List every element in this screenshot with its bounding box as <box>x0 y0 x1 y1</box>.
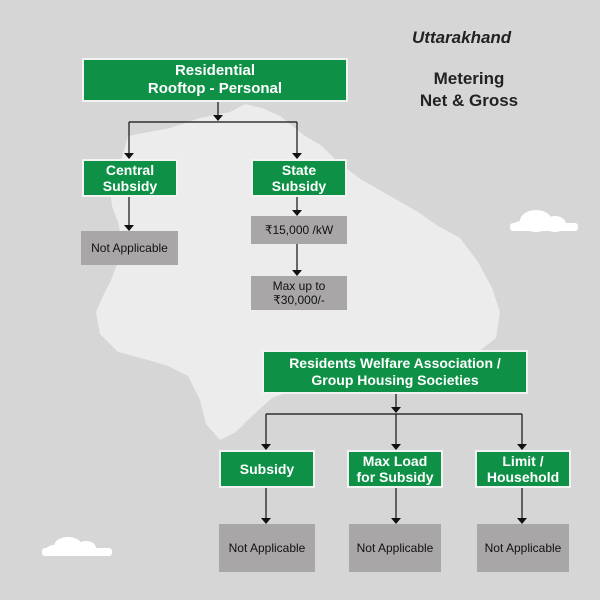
connectors-rwa <box>261 394 527 524</box>
residential-rooftop-box: Residential Rooftop - Personal <box>82 58 348 102</box>
state-subsidy-label: State Subsidy <box>271 162 327 194</box>
max-load-label: Max Load for Subsidy <box>356 453 434 485</box>
topic-line-2: Net & Gross <box>419 91 519 110</box>
connectors-residential <box>124 102 302 276</box>
state-subsidy-box: State Subsidy <box>251 159 347 197</box>
limit-household-label: Limit / Household <box>486 453 560 485</box>
central-subsidy-box: Central Subsidy <box>82 159 178 197</box>
subsidy-label: Subsidy <box>239 461 295 477</box>
state-name-heading: Uttarakhand <box>412 28 512 47</box>
limit-not-applicable-box: Not Applicable <box>477 524 569 572</box>
limit-household-box: Limit / Household <box>475 450 571 488</box>
cloud-icon-left <box>42 537 112 556</box>
state-max-box: Max up to ₹30,000/- <box>251 276 347 310</box>
state-rate-box: ₹15,000 /kW <box>251 216 347 244</box>
topic-heading: Metering Net & Gross <box>404 68 534 112</box>
rwa-ghs-label: Residents Welfare Association / Group Ho… <box>289 355 501 388</box>
max-load-box: Max Load for Subsidy <box>347 450 443 488</box>
max-load-not-applicable-box: Not Applicable <box>349 524 441 572</box>
cloud-icon-right <box>510 210 578 232</box>
subsidy-not-applicable-box: Not Applicable <box>219 524 315 572</box>
subsidy-result-label: Not Applicable <box>228 541 306 555</box>
central-not-applicable-box: Not Applicable <box>81 231 178 265</box>
subsidy-box: Subsidy <box>219 450 315 488</box>
rwa-ghs-box: Residents Welfare Association / Group Ho… <box>262 350 528 394</box>
residential-rooftop-label: Residential Rooftop - Personal <box>147 62 283 97</box>
max-load-result-label: Not Applicable <box>356 541 434 555</box>
central-subsidy-label: Central Subsidy <box>102 162 158 194</box>
state-max-label: Max up to ₹30,000/- <box>272 279 326 307</box>
state-rate-label: ₹15,000 /kW <box>264 223 334 237</box>
central-result-label: Not Applicable <box>91 241 168 255</box>
topic-line-1: Metering <box>433 69 505 88</box>
limit-result-label: Not Applicable <box>484 541 562 555</box>
